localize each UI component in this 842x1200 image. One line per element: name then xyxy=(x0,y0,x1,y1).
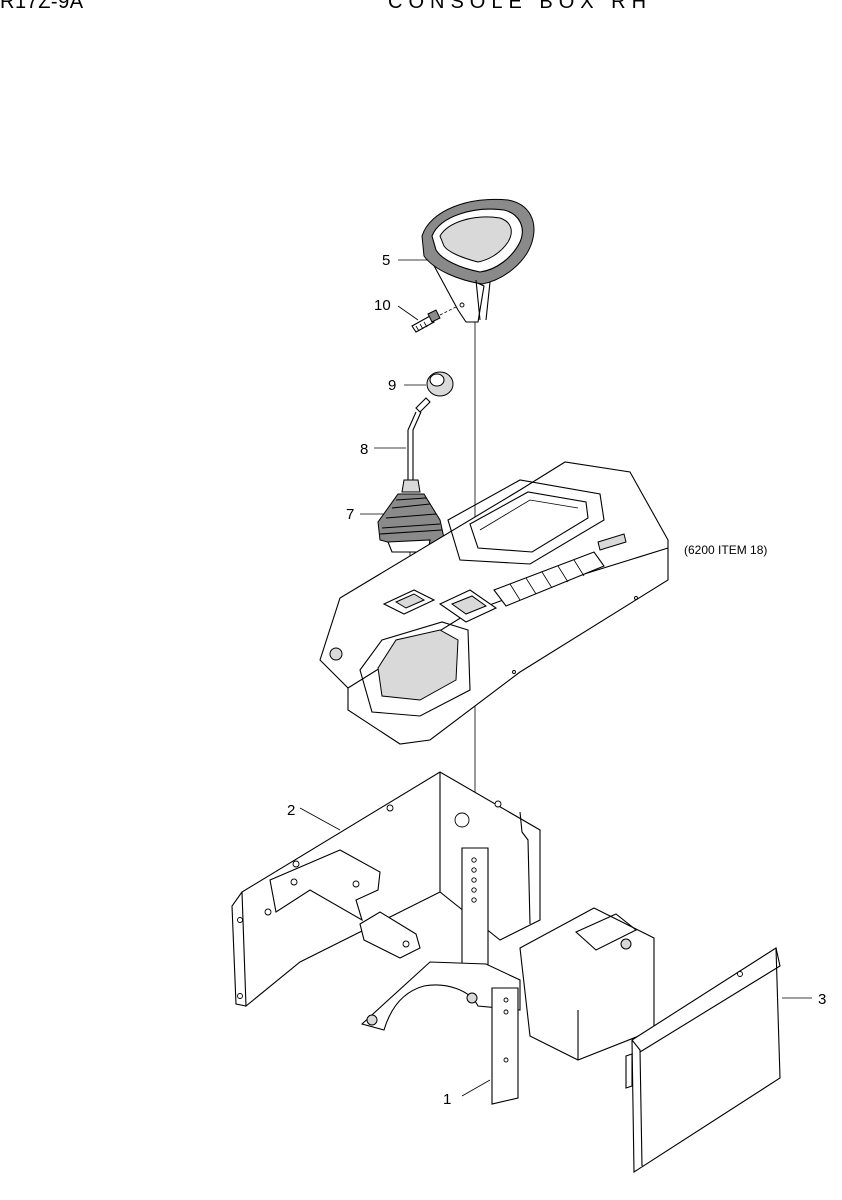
leader-lines xyxy=(299,259,812,1097)
callout-8: 8 xyxy=(360,441,368,458)
callout-2: 2 xyxy=(287,802,295,819)
callout-9: 9 xyxy=(388,377,396,394)
callout-7: 7 xyxy=(346,506,354,523)
callout-5: 5 xyxy=(382,252,390,269)
model-number: R17Z-9A xyxy=(0,0,84,13)
part-3-side-panel xyxy=(625,947,781,1173)
callout-1: 1 xyxy=(443,1091,451,1108)
callout-10: 10 xyxy=(374,297,391,314)
part-10-screw xyxy=(411,305,459,333)
part-2-bracket-cover xyxy=(231,771,541,1008)
page-title: CONSOLE BOX RH xyxy=(388,0,653,13)
part-8-lever-rod xyxy=(401,397,431,493)
reference-note: (6200 ITEM 18) xyxy=(684,543,767,557)
switch-panel xyxy=(493,533,627,607)
console-box-body xyxy=(319,461,669,745)
part-9-lever-knob xyxy=(426,371,454,397)
part-5-grip-knob xyxy=(421,198,535,323)
part-1-mounting-bracket xyxy=(360,847,655,1105)
callout-3: 3 xyxy=(818,991,826,1008)
